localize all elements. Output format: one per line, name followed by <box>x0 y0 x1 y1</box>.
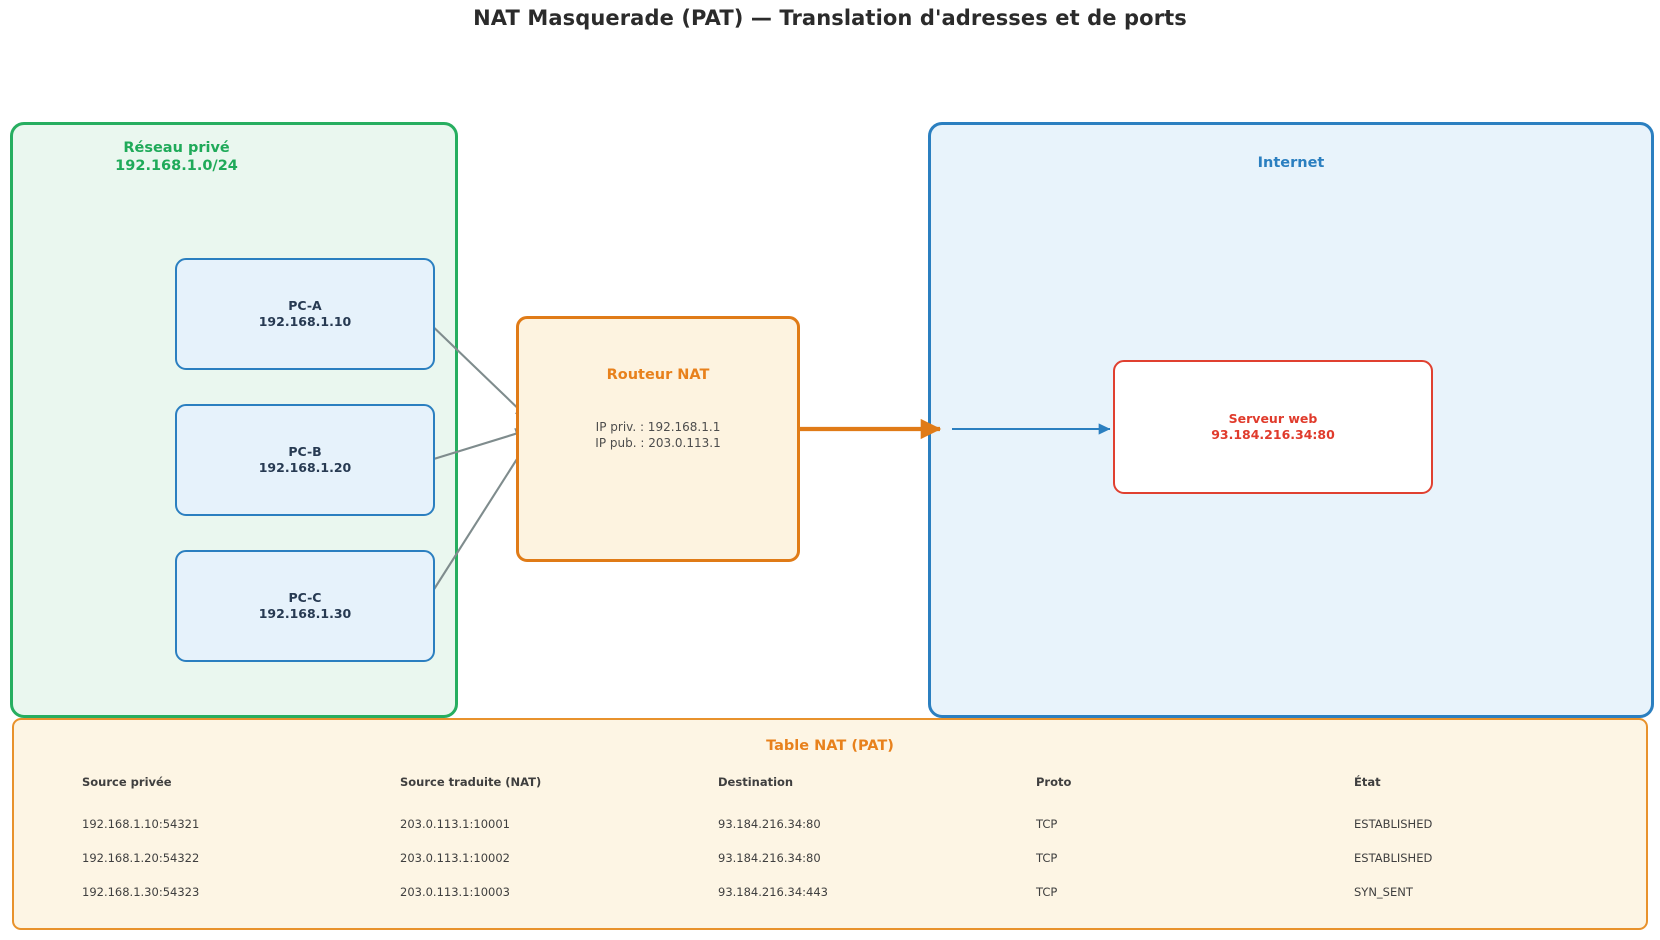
node-nat-router-title: Routeur NAT <box>606 367 710 383</box>
cell-source-traduite: 203.0.113.1:10002 <box>400 851 510 865</box>
zone-internet-label: Internet <box>1257 155 1325 171</box>
cell-destination: 93.184.216.34:443 <box>718 885 828 899</box>
nat-table-title: Table NAT (PAT) <box>766 738 894 754</box>
node-pc-c-label: PC-C 192.168.1.30 <box>258 590 352 621</box>
cell-etat: ESTABLISHED <box>1354 851 1433 865</box>
node-pc-b[interactable]: PC-B 192.168.1.20 <box>175 404 435 516</box>
nat-table-panel: Table NAT (PAT) Source privée Source tra… <box>12 718 1648 930</box>
cell-source-privee: 192.168.1.10:54321 <box>82 817 200 831</box>
node-web-server-label: Serveur web 93.184.216.34:80 <box>1211 411 1335 442</box>
nat-table: Source privée Source traduite (NAT) Dest… <box>72 775 1592 919</box>
node-web-server[interactable]: Serveur web 93.184.216.34:80 <box>1113 360 1433 494</box>
node-nat-router[interactable]: Routeur NAT IP priv. : 192.168.1.1 IP pu… <box>516 316 800 562</box>
nat-table-header-row: Source privée Source traduite (NAT) Dest… <box>72 775 1592 817</box>
cell-source-privee: 192.168.1.30:54323 <box>82 885 200 899</box>
node-pc-a-label: PC-A 192.168.1.10 <box>258 298 352 329</box>
cell-proto: TCP <box>1036 885 1058 899</box>
table-row: 192.168.1.20:54322 203.0.113.1:10002 93.… <box>72 851 1592 885</box>
node-pc-a[interactable]: PC-A 192.168.1.10 <box>175 258 435 370</box>
cell-proto: TCP <box>1036 851 1058 865</box>
nat-col-etat: État <box>1354 775 1381 789</box>
cell-etat: SYN_SENT <box>1354 885 1413 899</box>
nat-col-proto: Proto <box>1036 775 1072 789</box>
cell-destination: 93.184.216.34:80 <box>718 851 821 865</box>
cell-source-traduite: 203.0.113.1:10001 <box>400 817 510 831</box>
cell-source-traduite: 203.0.113.1:10003 <box>400 885 510 899</box>
node-pc-b-label: PC-B 192.168.1.20 <box>258 444 352 475</box>
table-row: 192.168.1.30:54323 203.0.113.1:10003 93.… <box>72 885 1592 919</box>
nat-col-destination: Destination <box>718 775 794 789</box>
cell-source-privee: 192.168.1.20:54322 <box>82 851 200 865</box>
page-title: NAT Masquerade (PAT) — Translation d'adr… <box>473 6 1187 30</box>
zone-private-label: Réseau privé 192.168.1.0/24 <box>115 140 238 175</box>
node-pc-c[interactable]: PC-C 192.168.1.30 <box>175 550 435 662</box>
cell-destination: 93.184.216.34:80 <box>718 817 821 831</box>
cell-proto: TCP <box>1036 817 1058 831</box>
nat-col-source-traduite: Source traduite (NAT) <box>400 775 542 789</box>
cell-etat: ESTABLISHED <box>1354 817 1433 831</box>
table-row: 192.168.1.10:54321 203.0.113.1:10001 93.… <box>72 817 1592 851</box>
nat-col-source-privee: Source privée <box>82 775 172 789</box>
node-nat-router-details: IP priv. : 192.168.1.1 IP pub. : 203.0.1… <box>595 420 721 451</box>
